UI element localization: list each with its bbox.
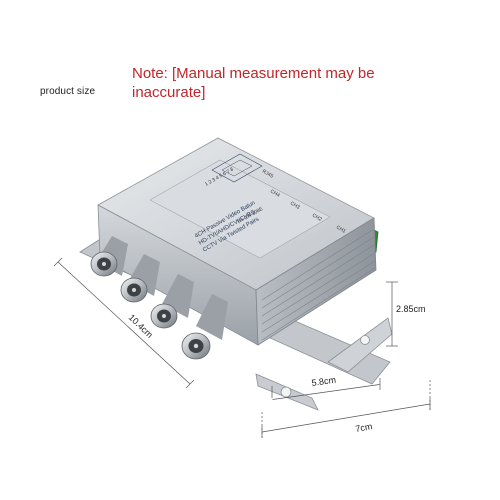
dimension-width-inner: 5.8cm [311, 375, 337, 388]
channel-label-2: CH2 [311, 213, 323, 223]
dimension-lines [53, 257, 431, 438]
bnc-connector-3 [150, 274, 194, 329]
bnc-connector-1 [90, 236, 128, 277]
channel-label-3: CH3 [289, 201, 301, 211]
dimension-height: 2.85cm [396, 304, 426, 314]
bnc-connector-4 [181, 294, 228, 360]
dimension-width-outer: 7cm [355, 421, 373, 434]
dimension-length: 10.4cm [127, 312, 155, 340]
pinout-title: RJ45 [261, 169, 274, 180]
channel-label-1: CH1 [335, 225, 347, 235]
product-size-label: product size [40, 86, 96, 97]
label-plate: 4CH Passive Video Balun HD-TVI/AHD/CVI/C… [149, 153, 347, 259]
measurement-note: Note: [Manual measurement may be inaccur… [132, 65, 375, 101]
channel-label-4: CH4 [269, 189, 281, 199]
bnc-connector-2 [120, 254, 160, 303]
